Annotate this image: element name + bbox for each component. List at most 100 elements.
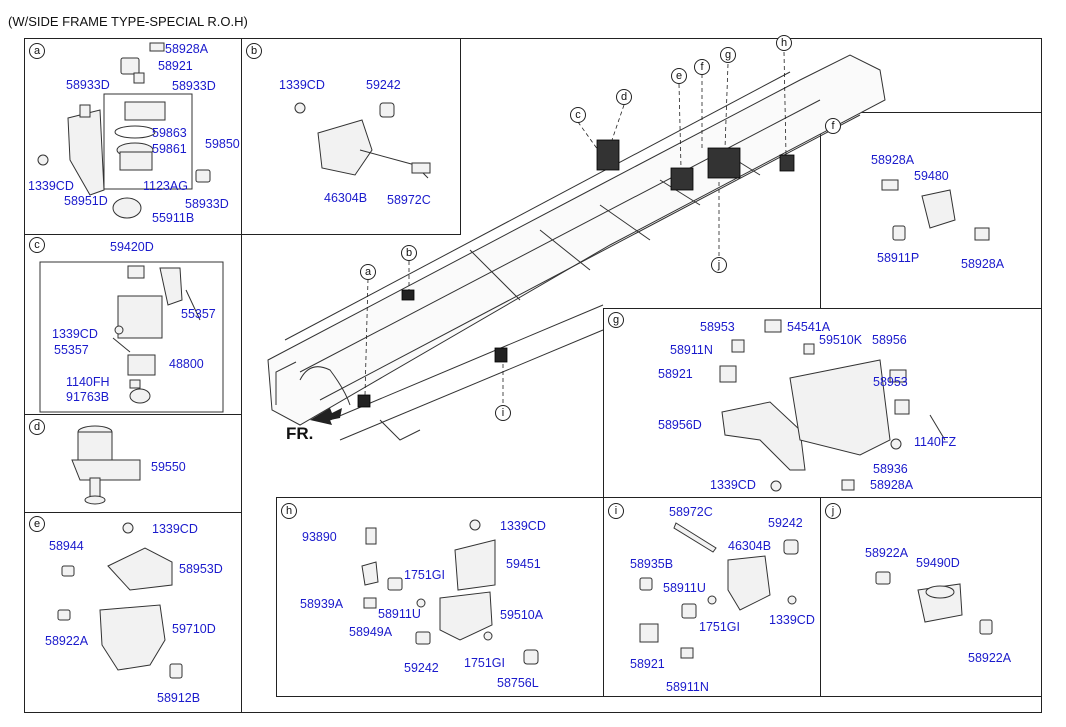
- part-label: 58972C: [387, 193, 431, 207]
- panel-g-drawing: [719, 319, 946, 492]
- part-label: 58911U: [378, 607, 421, 621]
- panel-h-letter: h: [281, 503, 297, 519]
- part-label: 58928A: [870, 478, 914, 492]
- part-label: 58928A: [871, 153, 915, 167]
- part-label: 1339CD: [769, 613, 815, 627]
- part-label: 58956D: [658, 418, 702, 432]
- callout-b: b: [401, 245, 417, 261]
- part-label: 58933D: [185, 197, 229, 211]
- front-label: FR.: [286, 424, 314, 443]
- part-label: 58911N: [666, 680, 709, 694]
- panel-h: [276, 497, 604, 697]
- part-label: 59863: [152, 126, 187, 140]
- part-label: 1751GI: [699, 620, 741, 634]
- part-label: 58935B: [630, 557, 674, 571]
- part-label: 1339CD: [710, 478, 756, 492]
- part-label: 58972C: [669, 505, 713, 519]
- callout-leaders: [364, 51, 787, 403]
- part-label: 58912B: [157, 691, 201, 705]
- panel-e-drawing: [57, 522, 183, 679]
- callout-d: d: [616, 89, 632, 105]
- part-label: 58953: [700, 320, 735, 334]
- part-label: 1339CD: [52, 327, 98, 341]
- panel-b-letter: b: [246, 43, 262, 59]
- callout-e: e: [671, 68, 687, 84]
- panel-d-letter: d: [29, 419, 45, 435]
- part-label: 1123AG: [143, 179, 188, 193]
- part-label: 1751GI: [404, 568, 446, 582]
- part-label: 59510K: [819, 333, 863, 347]
- part-label: 59850: [205, 137, 240, 151]
- part-label: 46304B: [728, 539, 772, 553]
- part-label: 58933D: [66, 78, 110, 92]
- part-label: 58756L: [497, 676, 539, 690]
- part-label: 48800: [169, 357, 204, 371]
- panel-b-drawing: [294, 102, 431, 179]
- part-label: 58953D: [179, 562, 223, 576]
- part-label: 55357: [54, 343, 89, 357]
- panel-j-letter: j: [825, 503, 841, 519]
- diagram-title: (W/SIDE FRAME TYPE-SPECIAL R.O.H): [8, 14, 248, 29]
- part-label: 59510A: [500, 608, 544, 622]
- part-label: 58928A: [165, 42, 209, 56]
- part-label: 59490D: [916, 556, 960, 570]
- part-label: 1339CD: [152, 522, 198, 536]
- part-label: 59242: [404, 661, 439, 675]
- part-label: 59861: [152, 142, 187, 156]
- part-label: 58956: [872, 333, 907, 347]
- part-label: 58953: [873, 375, 908, 389]
- panel-f-letter: f: [825, 118, 841, 134]
- part-label: 91763B: [66, 390, 110, 404]
- callout-h: h: [776, 35, 792, 51]
- part-label: 58921: [158, 59, 193, 73]
- part-label: 55357: [181, 307, 216, 321]
- callout-a: a: [360, 264, 376, 280]
- front-arrow: [310, 408, 342, 425]
- part-label: 46304B: [324, 191, 368, 205]
- panel-j-drawing: [875, 571, 993, 635]
- panel-i-letter: i: [608, 503, 624, 519]
- part-label: 58911U: [663, 581, 706, 595]
- panel-a-drawing: [37, 42, 211, 219]
- panel-f-drawing: [881, 179, 990, 241]
- part-label: 1339CD: [500, 519, 546, 533]
- part-label: 58922A: [45, 634, 89, 648]
- part-label: 1140FZ: [914, 435, 957, 449]
- callout-f: f: [694, 59, 710, 75]
- part-label: 58928A: [961, 257, 1005, 271]
- panel-a-letter: a: [29, 43, 45, 59]
- part-label: 58922A: [968, 651, 1012, 665]
- panel-h-drawing: [361, 519, 539, 665]
- part-label: 59710D: [172, 622, 216, 636]
- callout-g: g: [720, 47, 736, 63]
- panel-g-letter: g: [608, 312, 624, 328]
- panel-d-drawing: [71, 425, 141, 505]
- part-label: 93890: [302, 530, 337, 544]
- part-label: 58921: [658, 367, 693, 381]
- frame-components: [357, 139, 795, 408]
- part-label: 59242: [366, 78, 401, 92]
- part-label: 58939A: [300, 597, 344, 611]
- part-label: 58911P: [877, 251, 920, 265]
- part-label: 59480: [914, 169, 949, 183]
- part-label: 58921: [630, 657, 665, 671]
- callout-i: i: [495, 405, 511, 421]
- part-label: 59451: [506, 557, 541, 571]
- part-label: 58933D: [172, 79, 216, 93]
- part-label: 58911N: [670, 343, 713, 357]
- part-label: 58922A: [865, 546, 909, 560]
- part-label: 58951D: [64, 194, 108, 208]
- part-label: 1140FH: [66, 375, 110, 389]
- part-label: 1339CD: [279, 78, 325, 92]
- panel-e-letter: e: [29, 516, 45, 532]
- part-label: 59420D: [110, 240, 154, 254]
- part-label: 1751GI: [464, 656, 506, 670]
- part-label: 59242: [768, 516, 803, 530]
- part-label: 58936: [873, 462, 908, 476]
- part-label: 1339CD: [28, 179, 74, 193]
- chassis-frame-drawing: [267, 54, 886, 441]
- part-label: 58944: [49, 539, 84, 553]
- callout-c: c: [570, 107, 586, 123]
- part-label: 55911B: [152, 211, 195, 225]
